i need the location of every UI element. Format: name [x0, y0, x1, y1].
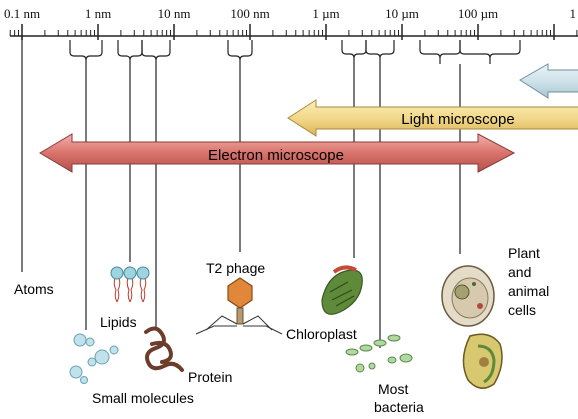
cells-bracket-left — [419, 40, 461, 64]
protein-bracket-left — [117, 40, 143, 68]
plant-animal-label-3: animal — [508, 283, 549, 299]
lipids-icon — [110, 266, 150, 303]
scale-axis: 0.1 nm 1 nm 10 nm 100 nm 1 µm 10 µm 100 µm 1 — [4, 6, 578, 40]
chloroplast-label: Chloroplast — [286, 326, 357, 342]
most-bacteria-label-2: bacteria — [374, 399, 424, 415]
visible-range-arrow — [519, 63, 578, 99]
cells-bracket-right — [459, 40, 521, 64]
lipids-label: Lipids — [100, 314, 137, 330]
tick-label: 100 µm — [458, 6, 498, 21]
tick-label: 10 nm — [158, 6, 191, 21]
light-microscope-arrow: Light microscope — [287, 99, 578, 137]
cells-icon — [441, 265, 503, 389]
electron-microscope-arrow: Electron microscope — [39, 133, 516, 173]
chloroplast-bracket — [341, 40, 367, 64]
tick-label: 1 — [570, 6, 577, 21]
small-molecules-label: Small molecules — [92, 390, 194, 406]
plant-animal-label-4: cells — [508, 302, 536, 318]
tick-label: 100 nm — [230, 6, 269, 21]
tick-label: 10 µm — [385, 6, 419, 21]
t2-phage-label: T2 phage — [206, 260, 265, 276]
tick-label: 1 µm — [312, 6, 339, 21]
tick-label: 1 nm — [85, 6, 111, 21]
tick-label: 0.1 nm — [4, 6, 40, 21]
lipids-bracket — [69, 40, 103, 72]
minor-ticks — [9, 30, 578, 36]
plant-animal-label-1: Plant — [508, 245, 540, 261]
protein-icon — [144, 326, 184, 372]
phage-bracket — [227, 40, 253, 68]
electron-microscope-label: Electron microscope — [208, 147, 344, 164]
chloroplast-icon — [321, 265, 363, 315]
item-labels: Atoms Lipids T2 phage Protein Small mole… — [14, 245, 549, 415]
tick-labels: 0.1 nm 1 nm 10 nm 100 nm 1 µm 10 µm 100 µm 1 — [4, 6, 576, 21]
range-brackets — [69, 40, 521, 72]
t2-phage-icon — [195, 277, 283, 335]
bacteria-icon — [345, 334, 413, 373]
protein-label: Protein — [188, 369, 232, 385]
atoms-label: Atoms — [14, 281, 54, 297]
bacteria-bracket — [365, 40, 395, 64]
most-bacteria-label-1: Most — [378, 381, 408, 397]
plant-animal-label-2: and — [508, 264, 531, 280]
small-molecules-icon — [69, 333, 119, 384]
light-microscope-label: Light microscope — [401, 111, 514, 128]
protein-bracket-right — [141, 40, 171, 68]
